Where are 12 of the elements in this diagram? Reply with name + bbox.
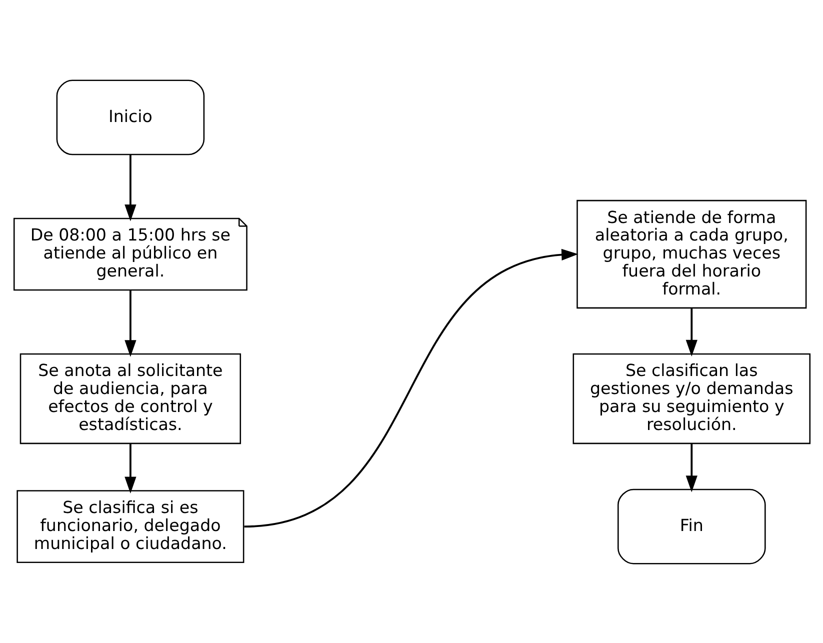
node-box: Se atiende de forma aleatoria a cada grupo, grupo, muchas veces fuera del horario formal. <box>576 199 806 308</box>
arrow <box>685 307 697 356</box>
arrow <box>244 248 578 527</box>
arrow <box>685 442 697 492</box>
node-box: Se clasifican las gestiones y/o demandas para su seguimiento y resolución. <box>572 352 810 444</box>
node-box: Se anota al solicitante de audiencia, para efectos de control y estadísticas. <box>19 352 241 444</box>
arrow <box>124 442 136 493</box>
node-box: Fin <box>617 488 766 564</box>
node-box: Se clasifica si es funcionario, delegado municipal o ciudadano. <box>16 490 244 562</box>
node-box: Inicio <box>56 79 204 155</box>
arrow <box>124 290 136 356</box>
arrow <box>124 154 136 221</box>
